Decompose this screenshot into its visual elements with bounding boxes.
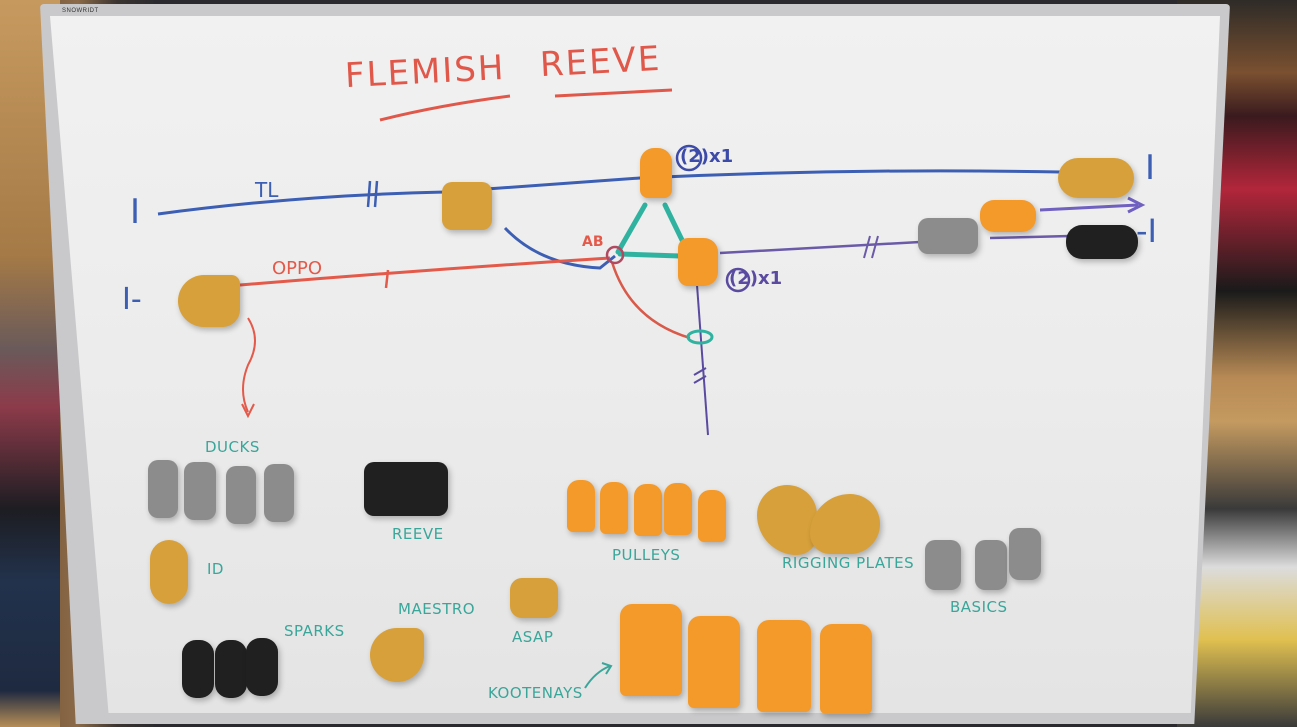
drop-ring [686, 329, 714, 345]
pulley-3[interactable] [634, 484, 662, 536]
duck-2[interactable] [184, 462, 216, 520]
drop-tick [693, 367, 707, 384]
top-line [157, 169, 1061, 216]
anchor-left-top: I [130, 192, 141, 232]
kootenay-4[interactable] [820, 624, 872, 714]
reeve-part[interactable] [364, 462, 448, 516]
spark-1[interactable] [182, 640, 214, 698]
group-label-sparks: SPARKS [284, 622, 345, 640]
part-anchor-right-top[interactable] [1058, 158, 1134, 198]
rigging-plate-2[interactable] [810, 494, 880, 554]
title-underline-1 [379, 94, 511, 122]
top-line-tick-1 [366, 180, 379, 208]
top-line-label: TL [255, 178, 279, 202]
vertical-drop-line [696, 284, 709, 436]
group-label-reeve: REEVE [392, 525, 444, 543]
purple-line [719, 234, 1071, 255]
pulley-5[interactable] [698, 490, 726, 542]
purple-line-tick [863, 235, 879, 259]
pulley-top-annotation: (2)x1 [680, 146, 734, 167]
title-underline-2 [554, 88, 673, 98]
pulley-1[interactable] [567, 480, 595, 532]
part-pulley-right[interactable] [980, 200, 1036, 232]
annotation-circle-top [675, 144, 703, 172]
part-descender-left[interactable] [178, 275, 240, 327]
left-tail-arrow [242, 317, 256, 413]
anchor-right-mid: -I [1136, 212, 1157, 250]
top-line-drop [503, 226, 616, 270]
duck-1[interactable] [148, 460, 178, 518]
duck-4[interactable] [264, 464, 294, 522]
group-label-pulleys: PULLEYS [612, 546, 681, 564]
junction-ring [605, 245, 625, 265]
group-label-asap: ASAP [512, 628, 554, 646]
group-label-rigging-plates: RIGGING PLATES [782, 554, 915, 572]
pulley-2[interactable] [600, 482, 628, 534]
kootenay-1[interactable] [620, 604, 682, 696]
spark-3[interactable] [246, 638, 278, 696]
group-label-ducks: DUCKS [205, 438, 260, 456]
annotation-circle-bottom [725, 267, 751, 293]
opposite-line-tick [384, 269, 390, 289]
purple-arrowhead [1127, 196, 1146, 214]
group-label-id: ID [207, 560, 224, 578]
opposite-line-label: OPPO [272, 258, 323, 279]
pulley-bottom-annotation: (2)x1 [729, 268, 783, 289]
maestro-part[interactable] [370, 628, 424, 682]
pulley-bottom[interactable] [678, 238, 718, 286]
asap-part[interactable] [510, 578, 558, 618]
anchor-left-mid: I- [122, 282, 142, 317]
group-label-kootenays: KOOTENAYS [488, 684, 583, 702]
part-anchor-right-mid[interactable] [1066, 225, 1138, 259]
sling-triangle [615, 202, 685, 259]
left-tail-arrowhead [241, 403, 255, 419]
pulley-top[interactable] [640, 148, 672, 198]
whiteboard-surface [50, 16, 1220, 713]
kootenay-3[interactable] [757, 620, 811, 712]
opposite-line [239, 256, 611, 287]
pulley-4[interactable] [664, 483, 692, 535]
part-rope-clamp[interactable] [918, 218, 978, 254]
opposite-drop [610, 261, 691, 340]
kootenay-2[interactable] [688, 616, 740, 708]
basic-2[interactable] [975, 540, 1007, 590]
kootenays-arrow [584, 665, 611, 689]
basic-1[interactable] [925, 540, 961, 590]
anchor-right-top: I [1145, 148, 1156, 188]
group-label-basics: BASICS [950, 598, 1008, 616]
duck-3[interactable] [226, 466, 256, 524]
basic-3[interactable] [1009, 528, 1041, 580]
board-brand-mark: SNOWRIDT [62, 8, 99, 14]
part-rope-grab[interactable] [442, 182, 492, 230]
purple-arrow-line [1039, 203, 1139, 212]
spark-2[interactable] [215, 640, 247, 698]
kootenays-arrowhead [601, 662, 613, 675]
group-label-maestro: MAESTRO [398, 600, 476, 618]
id-part[interactable] [150, 540, 188, 604]
junction-label: AB [582, 234, 604, 250]
